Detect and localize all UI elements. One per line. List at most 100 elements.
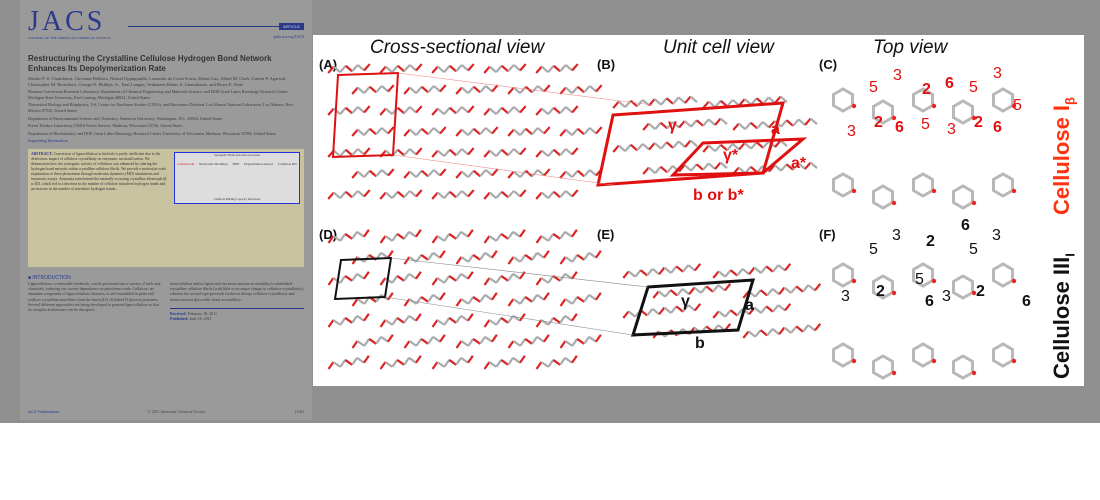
label-gamma-star: γ* <box>723 147 739 164</box>
intro-col2: hemicellulose and/or lignin and increase… <box>170 280 304 302</box>
cellulose-chain <box>535 355 578 370</box>
panel-label-f: (F) <box>819 227 836 242</box>
atom-number: 6 <box>993 119 1002 136</box>
supporting-info-link[interactable]: Supporting Information <box>28 138 68 144</box>
cellulose-chain <box>379 271 422 286</box>
oxygen-atom <box>891 370 897 376</box>
label-a-b: a <box>771 121 780 138</box>
received-label: Received: <box>170 310 187 316</box>
glucose-ring <box>952 274 974 300</box>
atom-number: 5 <box>921 116 930 133</box>
oxygen-atom <box>931 358 937 364</box>
cellulose-chain <box>702 139 788 153</box>
toc-mid2: NH3 <box>232 161 240 166</box>
reciprocal-cell-b <box>669 137 808 177</box>
toc-top: Synergistic Hydrolysis Rate Increased <box>214 152 260 157</box>
toc-mid1: Molecular Modeling <box>198 161 228 166</box>
cellulose-chain <box>712 303 792 319</box>
cellulose-chain <box>559 250 602 265</box>
intro-heading: ■ INTRODUCTION <box>28 274 71 281</box>
cellulose-chain <box>642 161 728 175</box>
glucose-ring <box>912 342 934 368</box>
cellulose-chain <box>431 313 474 328</box>
cellulose-chain <box>559 126 603 137</box>
paper-title: Restructuring the Crystalline Cellulose … <box>28 54 272 73</box>
intro-col1: Lignocellulose, a renewable feedstock, c… <box>28 280 161 312</box>
unit-cell-annotations <box>331 71 808 337</box>
cellulose-chain <box>455 126 499 137</box>
atom-number: 3 <box>892 227 901 244</box>
received-date: February 18, 2011 <box>187 310 217 316</box>
header-unit-cell: Unit cell view <box>663 37 774 58</box>
cellulose-chain <box>483 189 527 200</box>
oxygen-atom <box>971 115 977 121</box>
cellulose-chain <box>455 250 498 265</box>
glucose-ring <box>832 262 854 288</box>
cellulose-chain <box>431 355 474 370</box>
toc-mid3: Experimental Assays <box>243 161 274 166</box>
atom-number: 3 <box>893 67 902 84</box>
projection-line <box>392 154 614 186</box>
affiliation: Biomass Conversion Research Laboratory, … <box>28 89 289 100</box>
cellulose-chain <box>507 334 550 349</box>
atom-number: 3 <box>841 288 850 305</box>
side-bottom-sub: I <box>1062 253 1078 257</box>
published-label: Published: <box>170 315 189 321</box>
abstract-box: Synergistic Hydrolysis Rate Increased Ce… <box>28 148 304 267</box>
glucose-ring <box>832 172 854 198</box>
atom-number: 3 <box>847 123 856 140</box>
atom-number: 3 <box>992 227 1001 244</box>
unit-cell-e <box>630 278 756 337</box>
glucose-ring <box>992 262 1014 288</box>
cellulose-chain <box>379 229 422 244</box>
atom-number: 3 <box>942 288 951 305</box>
oxygen-atom <box>1011 188 1017 194</box>
label-cellulose-iii-i: Cellulose IIII <box>1049 253 1083 379</box>
intro-heading-text: INTRODUCTION <box>32 274 71 281</box>
oxygen-atom <box>1011 103 1017 109</box>
cellulose-figure: Cross-sectional view Unit cell view Top … <box>313 35 1084 386</box>
projection-line <box>384 296 634 336</box>
atom-number: 6 <box>925 293 934 310</box>
cellulose-chain <box>535 313 578 328</box>
article-badge: ARTICLE <box>279 23 304 30</box>
cellulose-chain <box>702 95 788 109</box>
journal-logo: JACS <box>28 6 106 37</box>
header-top-view: Top view <box>873 37 948 58</box>
header-rule <box>128 26 300 27</box>
atom-number: 6 <box>961 217 970 234</box>
cellulose-chain <box>403 334 446 349</box>
oxygen-atom <box>1011 358 1017 364</box>
cellulose-chain <box>535 189 579 200</box>
label-gamma-b: γ <box>668 117 677 134</box>
side-top-text: Cellulose I <box>1049 104 1074 215</box>
side-top-sub: β <box>1062 97 1078 105</box>
oxygen-atom <box>931 188 937 194</box>
glucose-ring <box>872 184 894 210</box>
atom-number: 6 <box>895 119 904 136</box>
paper-authors: Shishir P. S. Chundawat, Giovanni Belles… <box>28 76 287 87</box>
cellulose-chain <box>642 117 728 131</box>
cellulose-chain <box>483 355 526 370</box>
side-bottom-text: Cellulose III <box>1049 256 1074 379</box>
journal-url[interactable]: pubs.acs.org/JACS <box>273 34 304 39</box>
panel-label-b: (B) <box>597 57 616 72</box>
cellulose-chain <box>507 126 551 137</box>
cellulose-chain <box>559 84 603 95</box>
cellulose-chain <box>403 168 447 179</box>
cellulose-chain <box>403 126 447 137</box>
copyright: © 2011 American Chemical Society <box>147 409 206 414</box>
glucose-ring <box>992 87 1014 113</box>
cellulose-chain <box>742 323 822 339</box>
panel-label-e: (E) <box>597 227 615 242</box>
glucose-ring <box>992 172 1014 198</box>
cellulose-chain <box>559 168 603 179</box>
cellulose-chain <box>351 126 395 137</box>
oxygen-atom <box>891 290 897 296</box>
cellulose-chain <box>431 271 474 286</box>
abstract-label: ABSTRACT: <box>31 151 53 156</box>
cellulose-chain <box>327 229 370 244</box>
atom-number: 6 <box>1022 293 1031 310</box>
glucose-ring <box>912 87 934 113</box>
cellulose-chain <box>327 63 371 74</box>
